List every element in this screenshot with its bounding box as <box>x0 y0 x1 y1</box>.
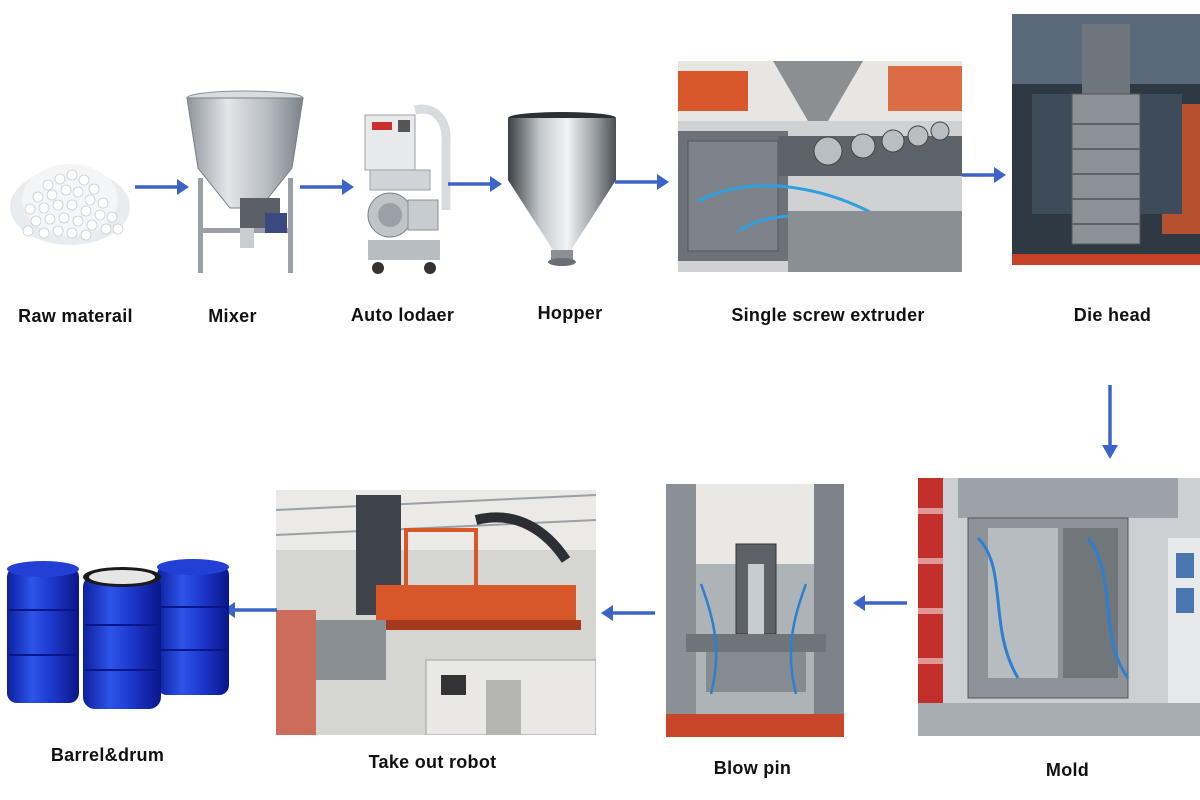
step-label: Barrel&drum <box>50 745 165 765</box>
step-label: Die head <box>1073 305 1152 325</box>
extruder-icon <box>678 61 962 272</box>
take-out-robot-icon <box>276 490 596 735</box>
blue-barrels-icon <box>5 555 233 713</box>
die-head-icon <box>1012 14 1200 265</box>
flow-arrow <box>852 593 907 613</box>
step-label: Auto lodaer <box>350 305 455 325</box>
mold-icon <box>918 478 1200 736</box>
step-label: Blow pin <box>713 758 792 778</box>
hopper-icon <box>505 110 620 270</box>
auto-loader-icon <box>360 100 455 280</box>
mixer-icon <box>180 88 310 278</box>
flow-arrow <box>1100 385 1120 460</box>
flow-arrow <box>600 603 655 623</box>
flow-arrow <box>135 177 190 197</box>
flow-arrow <box>448 174 503 194</box>
step-label: Mold <box>1045 760 1090 780</box>
step-label: Take out robot <box>368 752 497 772</box>
step-label: Mixer <box>208 306 257 326</box>
step-label: Raw materail <box>18 306 133 326</box>
flow-arrow <box>615 172 670 192</box>
flow-arrow <box>300 177 355 197</box>
step-label: Single screw extruder <box>731 305 925 325</box>
plastic-pellets-icon <box>8 145 133 250</box>
blow-pin-icon <box>666 484 844 737</box>
step-label: Hopper <box>537 303 603 323</box>
flow-arrow <box>962 165 1007 185</box>
